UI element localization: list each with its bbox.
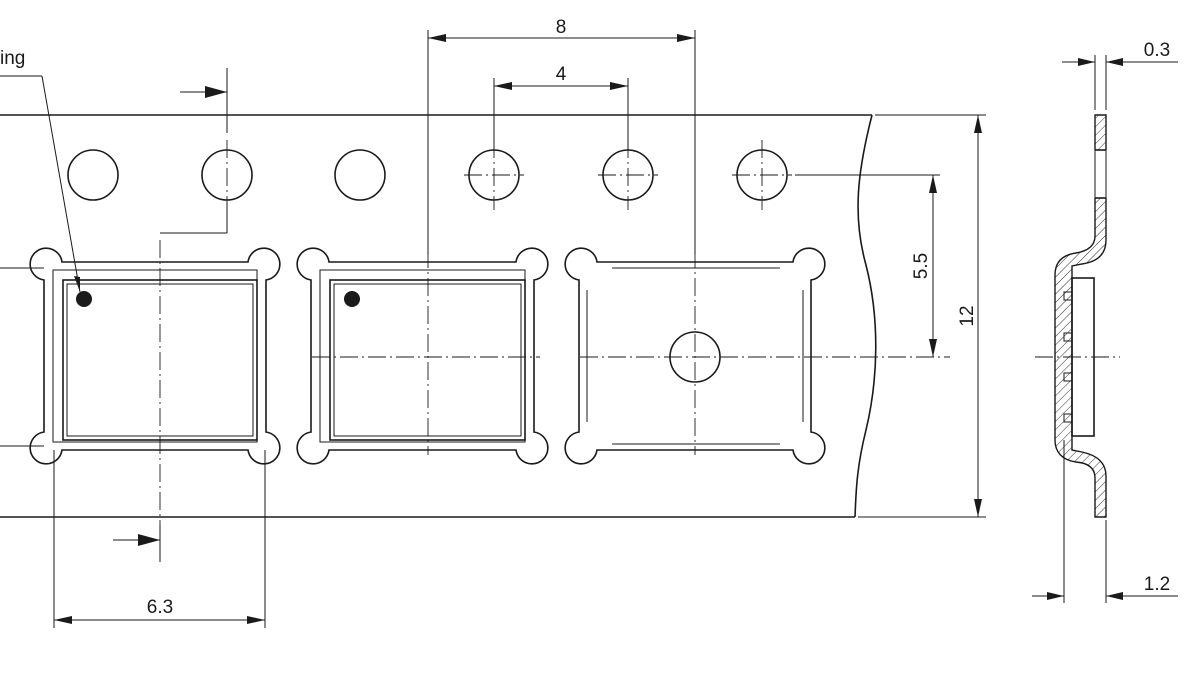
pocket-2 bbox=[296, 247, 549, 465]
dimension-1-2-label: 1.2 bbox=[1144, 574, 1170, 595]
dimension-8-label: 8 bbox=[556, 17, 567, 38]
pin1-marking-dot bbox=[76, 291, 92, 307]
dimension-5-5-label: 5.5 bbox=[911, 253, 932, 279]
dimension-sprocket-pitch: 4 bbox=[493, 64, 629, 150]
carrier-tape-outline bbox=[0, 114, 877, 518]
tape-section-hatched bbox=[1054, 114, 1107, 518]
left-extension-lines bbox=[0, 267, 44, 447]
pocket-centerlines bbox=[159, 240, 950, 525]
dimension-0-3-label: 0.3 bbox=[1144, 40, 1170, 61]
dimension-pocket-depth: 1.2 bbox=[1032, 440, 1178, 603]
dimension-hole-to-center: 5.5 bbox=[795, 174, 940, 357]
pin1-marking-callout: ing bbox=[0, 48, 81, 293]
offset-indicator bbox=[113, 68, 228, 562]
side-section-view bbox=[1035, 114, 1120, 518]
dimension-pocket-pitch: 8 bbox=[427, 17, 696, 255]
dimension-6-3-label: 6.3 bbox=[147, 597, 173, 618]
dimension-tape-width: 12 bbox=[858, 114, 986, 518]
pocket-1 bbox=[29, 247, 281, 465]
sprocket-hole bbox=[67, 149, 119, 201]
dimension-4-label: 4 bbox=[556, 64, 567, 85]
pin1-marking-dot bbox=[344, 291, 360, 307]
pin1-marking-label: ing bbox=[0, 48, 25, 69]
dimension-tape-thickness: 0.3 bbox=[1062, 40, 1178, 110]
sprocket-centerlines bbox=[226, 140, 792, 210]
dimension-pocket-width: 6.3 bbox=[53, 450, 266, 628]
dimension-12-label: 12 bbox=[957, 305, 978, 326]
sprocket-hole bbox=[334, 149, 386, 201]
